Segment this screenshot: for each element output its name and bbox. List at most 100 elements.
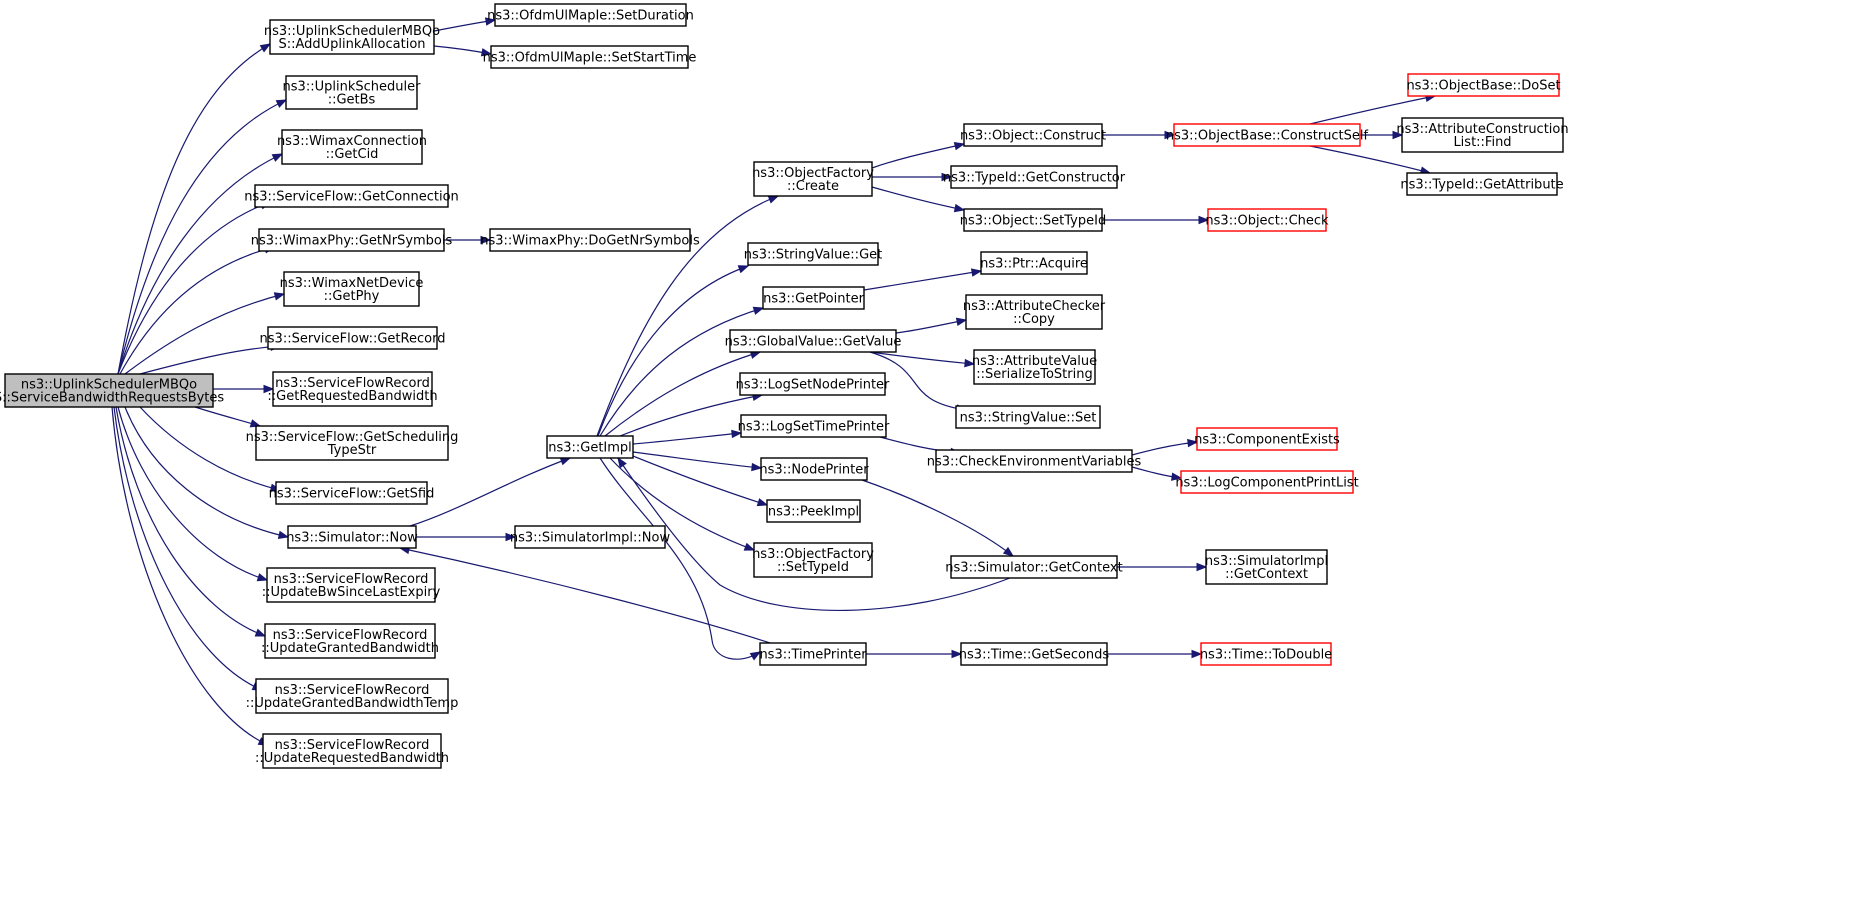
edge-line: [139, 406, 281, 491]
node-label-line: ns3::AttributeValue: [972, 354, 1097, 369]
node-label-line: ns3::WimaxNetDevice: [280, 276, 424, 291]
node-updRequested[interactable]: ns3::ServiceFlowRecord::UpdateRequestedB…: [255, 733, 449, 769]
node-box: [965, 294, 1103, 330]
node-updGrantedTemp[interactable]: ns3::ServiceFlowRecord::UpdateGrantedBan…: [246, 678, 459, 714]
edge-ofCreate-to-objSetTypeId: [871, 186, 966, 213]
node-label-line: ns3::ServiceFlowRecord: [275, 738, 430, 753]
node-logSetNode[interactable]: ns3::LogSetNodePrinter: [736, 372, 890, 396]
node-box: [762, 286, 865, 310]
edge-line: [604, 351, 761, 437]
node-label-line: ns3::LogComponentPrintList: [1175, 476, 1358, 491]
edge-arrowhead: [484, 17, 497, 26]
node-getConnection[interactable]: ns3::ServiceFlow::GetConnection: [244, 184, 459, 208]
node-objCheck[interactable]: ns3::Object::Check: [1205, 208, 1329, 232]
edge-arrowhead: [752, 306, 765, 315]
node-label-line: ns3::WimaxPhy::GetNrSymbols: [251, 234, 453, 249]
node-label-line: ns3::ServiceFlowRecord: [275, 683, 430, 698]
edge-root-to-updGrantedTemp: [113, 406, 264, 691]
node-label-line: ns3::StringValue::Set: [960, 411, 1097, 426]
edge-root-to-getRecord: [139, 342, 282, 375]
node-objConstruct[interactable]: ns3::Object::Construct: [960, 123, 1106, 147]
node-attrCheckCopy[interactable]: ns3::AttributeChecker::Copy: [963, 294, 1106, 330]
edge-line: [617, 457, 1011, 611]
node-doGetNrSymbols[interactable]: ns3::WimaxPhy::DoGetNrSymbols: [480, 228, 700, 252]
node-compExists[interactable]: ns3::ComponentExists: [1194, 427, 1340, 451]
node-label-line: ns3::SimulatorImpl: [1205, 554, 1328, 569]
edge-line: [139, 345, 281, 375]
node-getPointer[interactable]: ns3::GetPointer: [762, 286, 865, 310]
node-setDuration[interactable]: ns3::OfdmUlMapIe::SetDuration: [487, 3, 694, 27]
node-label-line: ns3::GetPointer: [763, 292, 864, 307]
node-simNow[interactable]: ns3::Simulator::Now: [286, 525, 418, 549]
node-timeToDouble[interactable]: ns3::Time::ToDouble: [1200, 642, 1332, 666]
node-setStartTime[interactable]: ns3::OfdmUlMapIe::SetStartTime: [483, 45, 697, 69]
node-timeGetSeconds[interactable]: ns3::Time::GetSeconds: [959, 642, 1110, 666]
node-gvGetValue[interactable]: ns3::GlobalValue::GetValue: [725, 329, 902, 353]
node-simGetContext[interactable]: ns3::Simulator::GetContext: [945, 555, 1123, 579]
node-box: [264, 623, 436, 659]
node-getCid[interactable]: ns3::WimaxConnection::GetCid: [277, 129, 427, 165]
edge-arrowhead: [263, 384, 275, 394]
node-nodePrinter[interactable]: ns3::NodePrinter: [759, 457, 869, 481]
node-ofCreate[interactable]: ns3::ObjectFactory::Create: [752, 161, 874, 197]
node-tidGetCtor[interactable]: ns3::TypeId::GetConstructor: [943, 165, 1126, 189]
node-ptrAcquire[interactable]: ns3::Ptr::Acquire: [980, 251, 1088, 275]
edge-addUplink-to-setStartTime: [433, 45, 493, 57]
node-simImplNow[interactable]: ns3::SimulatorImpl::Now: [510, 525, 671, 549]
edge-checkEnv-to-compExists: [1131, 438, 1199, 456]
node-logSetTime[interactable]: ns3::LogSetTimePrinter: [738, 414, 890, 438]
node-attrValSer[interactable]: ns3::AttributeValue::SerializeToString: [972, 349, 1097, 385]
node-label-line: ns3::WimaxPhy::DoGetNrSymbols: [480, 234, 700, 249]
node-ofSetTypeId[interactable]: ns3::ObjectFactory::SetTypeId: [752, 542, 874, 578]
node-simImplGetContext[interactable]: ns3::SimulatorImpl::GetContext: [1205, 549, 1328, 585]
edge-arrowhead: [953, 142, 966, 151]
edge-arrowhead: [955, 317, 968, 326]
node-getRecord[interactable]: ns3::ServiceFlow::GetRecord: [260, 326, 446, 350]
edge-arrowhead: [273, 292, 286, 301]
node-logCompPrint[interactable]: ns3::LogComponentPrintList: [1175, 470, 1359, 494]
edge-arrowhead: [731, 429, 743, 439]
node-label-line: ns3::ServiceFlow::GetRecord: [260, 332, 446, 347]
node-obConstructSelf[interactable]: ns3::ObjectBase::ConstructSelf: [1166, 123, 1369, 147]
node-tidGetAttr[interactable]: ns3::TypeId::GetAttribute: [1400, 172, 1564, 196]
node-root[interactable]: ns3::UplinkSchedulerMBQoS::ServiceBandwi…: [0, 373, 224, 408]
node-stringSet[interactable]: ns3::StringValue::Set: [955, 405, 1101, 429]
node-stringGet[interactable]: ns3::StringValue::Get: [744, 242, 882, 266]
node-label-line: ns3::ServiceFlowRecord: [274, 572, 429, 587]
node-getPhy[interactable]: ns3::WimaxNetDevice::GetPhy: [280, 271, 424, 307]
node-updBwSince[interactable]: ns3::ServiceFlowRecord::UpdateBwSinceLas…: [262, 567, 441, 603]
node-checkEnv[interactable]: ns3::CheckEnvironmentVariables: [927, 449, 1142, 473]
node-label-line: ns3::WimaxConnection: [277, 134, 427, 149]
node-box: [759, 642, 867, 666]
node-label-line: ns3::PeekImpl: [768, 505, 859, 520]
edge-line: [619, 394, 763, 437]
node-label-line: ns3::ServiceFlowRecord: [275, 376, 430, 391]
node-updGranted[interactable]: ns3::ServiceFlowRecord::UpdateGrantedBan…: [261, 623, 439, 659]
node-box: [950, 165, 1118, 189]
node-getImpl[interactable]: ns3::GetImpl: [546, 435, 634, 459]
node-getReqBw[interactable]: ns3::ServiceFlowRecord::GetRequestedBand…: [267, 371, 438, 407]
node-box: [1173, 123, 1361, 147]
node-box: [489, 228, 691, 252]
node-box: [740, 414, 887, 438]
edge-line: [609, 457, 755, 551]
node-label-line: ::GetPhy: [324, 289, 380, 304]
edge-arrowhead: [1198, 215, 1210, 225]
node-getSfid[interactable]: ns3::ServiceFlow::GetSfid: [269, 481, 435, 505]
edge-simGetContext-to-simImplGetContext: [1117, 562, 1208, 572]
node-objSetTypeId[interactable]: ns3::Object::SetTypeId: [960, 208, 1106, 232]
node-label-line: ::GetContext: [1225, 567, 1308, 582]
edge-arrowhead: [271, 153, 284, 162]
node-timePrinter[interactable]: ns3::TimePrinter: [759, 642, 867, 666]
node-addUplink[interactable]: ns3::UplinkSchedulerMBQoS::AddUplinkAllo…: [264, 19, 440, 55]
node-label-line: ns3::AttributeConstruction: [1396, 122, 1568, 137]
node-getBs[interactable]: ns3::UplinkScheduler::GetBs: [283, 75, 422, 110]
node-peekImpl[interactable]: ns3::PeekImpl: [766, 499, 861, 523]
node-getNrSymbols[interactable]: ns3::WimaxPhy::GetNrSymbols: [251, 228, 453, 252]
edge-arrowhead: [749, 651, 762, 661]
node-label-line: ns3::TimePrinter: [759, 648, 867, 663]
edge-line: [599, 307, 764, 437]
node-obDoSet[interactable]: ns3::ObjectBase::DoSet: [1406, 73, 1561, 97]
